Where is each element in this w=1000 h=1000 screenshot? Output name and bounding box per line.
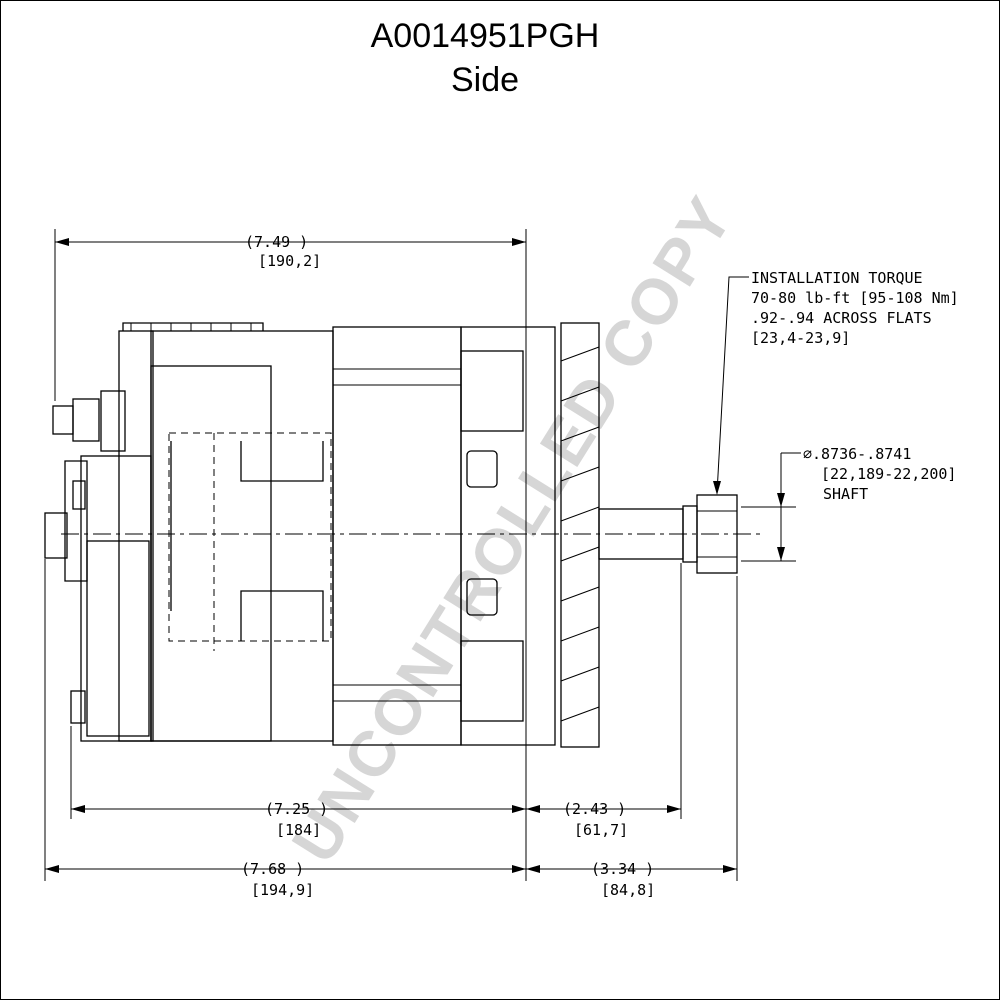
dimension-lines bbox=[44, 229, 801, 881]
dim-overall-top-mm: [190,2] bbox=[258, 252, 321, 270]
dim-body-bottom-mm: [184] bbox=[276, 821, 321, 839]
dim-shaft-overall-mm: [84,8] bbox=[601, 881, 655, 899]
dim-shaft-overall-inch: (3.34 ) bbox=[591, 860, 654, 878]
shaft-note-line-3: SHAFT bbox=[823, 485, 868, 503]
rear-frame bbox=[150, 365, 272, 742]
terminal-stud-lower bbox=[44, 512, 68, 559]
rear-housing bbox=[118, 330, 154, 742]
front-frame bbox=[460, 326, 556, 746]
dim-overall-bottom-mm: [194,9] bbox=[251, 881, 314, 899]
view-title: Side bbox=[451, 61, 519, 99]
shaft-note-line-2: [22,189-22,200] bbox=[821, 465, 956, 483]
part-number-title: A0014951PGH bbox=[371, 17, 600, 55]
uncontrolled-copy-watermark: UNCONTROLLED COPY bbox=[278, 184, 747, 875]
install-note-line-4: [23,4-23,9] bbox=[751, 329, 850, 347]
shaft-note: ∅.8736-.8741 [22,189-22,200] SHAFT bbox=[803, 445, 956, 503]
dim-overall-bottom-inch: (7.68 ) bbox=[241, 860, 304, 878]
regulator-housing bbox=[80, 455, 152, 742]
installation-note: INSTALLATION TORQUE 70-80 lb-ft [95-108 … bbox=[751, 269, 959, 347]
dim-overall-top-inch: (7.49 ) bbox=[245, 233, 308, 251]
dim-body-bottom-inch: (7.25 ) bbox=[265, 800, 328, 818]
install-note-line-3: .92-.94 ACROSS FLATS bbox=[751, 309, 932, 327]
dim-pulley-offset-mm: [61,7] bbox=[574, 821, 628, 839]
install-note-line-2: 70-80 lb-ft [95-108 Nm] bbox=[751, 289, 959, 307]
shaft-note-line-1: ∅.8736-.8741 bbox=[803, 445, 911, 463]
install-note-line-1: INSTALLATION TORQUE bbox=[751, 269, 923, 287]
rotor-hidden bbox=[168, 432, 332, 642]
alternator-body bbox=[44, 322, 761, 748]
dim-pulley-offset-inch: (2.43 ) bbox=[563, 800, 626, 818]
terminal-stud-upper bbox=[52, 405, 74, 435]
